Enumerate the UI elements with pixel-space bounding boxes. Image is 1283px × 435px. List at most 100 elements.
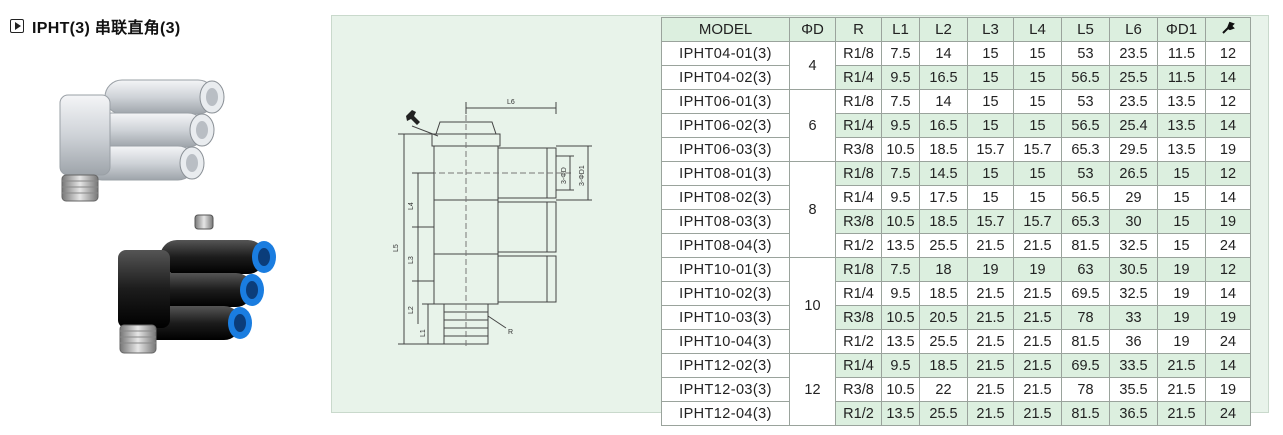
- cell-value: 32.5: [1109, 233, 1158, 258]
- cell-value: 15: [967, 89, 1014, 114]
- cell-value: 18.5: [919, 209, 968, 234]
- cell-model: IPHT06-02(3): [661, 113, 790, 138]
- cell-value: 9.5: [881, 353, 920, 378]
- cell-value: 69.5: [1061, 353, 1110, 378]
- cell-model: IPHT10-02(3): [661, 281, 790, 306]
- label-l4: L4: [408, 202, 415, 210]
- label-l6: L6: [507, 99, 515, 106]
- cell-value: 15: [1013, 41, 1062, 66]
- cell-value: R1/4: [835, 113, 882, 138]
- label-l3: L3: [408, 256, 415, 264]
- cell-value: 7.5: [881, 89, 920, 114]
- cell-value: 14: [919, 41, 968, 66]
- cell-model: IPHT10-01(3): [661, 257, 790, 282]
- column-header: ΦD: [789, 17, 836, 42]
- cell-value: 15: [1157, 209, 1206, 234]
- column-header: L5: [1061, 17, 1110, 42]
- cell-value: 56.5: [1061, 65, 1110, 90]
- cell-value: 21.5: [967, 305, 1014, 330]
- cell-value: 21.5: [967, 329, 1014, 354]
- label-l5: L5: [393, 244, 400, 252]
- play-icon: [10, 19, 24, 33]
- cell-value: 24: [1205, 329, 1251, 354]
- column-header: L1: [881, 17, 920, 42]
- cell-value: 12: [1205, 89, 1251, 114]
- cell-value: 21.5: [1013, 233, 1062, 258]
- cell-model: IPHT12-04(3): [661, 401, 790, 426]
- cell-value: 12: [1205, 41, 1251, 66]
- cell-value: 11.5: [1157, 41, 1206, 66]
- cell-value: R1/8: [835, 41, 882, 66]
- cell-value: 15: [1157, 185, 1206, 210]
- cell-value: 20.5: [919, 305, 968, 330]
- cell-value: 21.5: [967, 353, 1014, 378]
- cell-model: IPHT10-03(3): [661, 305, 790, 330]
- section-heading: IPHT(3) 串联直角(3): [10, 14, 181, 38]
- cell-value: 19: [1205, 209, 1251, 234]
- column-header: L3: [967, 17, 1014, 42]
- cell-value: 63: [1061, 257, 1110, 282]
- cell-value: 29.5: [1109, 137, 1158, 162]
- cell-value: 29: [1109, 185, 1158, 210]
- cell-value: 15: [1013, 89, 1062, 114]
- cell-value: 21.5: [1157, 353, 1206, 378]
- cell-value: R1/8: [835, 89, 882, 114]
- cell-value: 19: [1157, 329, 1206, 354]
- label-l2: L2: [408, 306, 415, 314]
- label-l1: L1: [420, 329, 427, 337]
- cell-value: 65.3: [1061, 137, 1110, 162]
- cell-value: R1/2: [835, 233, 882, 258]
- cell-od: 6: [789, 89, 836, 162]
- cell-value: 81.5: [1061, 329, 1110, 354]
- cell-value: 23.5: [1109, 89, 1158, 114]
- cell-value: 15: [1013, 161, 1062, 186]
- cell-value: 21.5: [967, 401, 1014, 426]
- column-header: L4: [1013, 17, 1062, 42]
- cell-value: R1/2: [835, 401, 882, 426]
- cell-model: IPHT08-01(3): [661, 161, 790, 186]
- wrench-icon: [1222, 21, 1235, 34]
- cell-value: 24: [1205, 401, 1251, 426]
- cell-value: 18: [919, 257, 968, 282]
- cell-model: IPHT04-01(3): [661, 41, 790, 66]
- cell-value: 13.5: [881, 233, 920, 258]
- cell-value: 19: [1205, 305, 1251, 330]
- cell-value: R3/8: [835, 209, 882, 234]
- cell-value: 21.5: [967, 233, 1014, 258]
- cell-model: IPHT12-03(3): [661, 377, 790, 402]
- cell-value: 19: [1013, 257, 1062, 282]
- cell-value: 15: [1013, 65, 1062, 90]
- cell-value: 10.5: [881, 137, 920, 162]
- section-title: IPHT(3) 串联直角(3): [32, 20, 181, 37]
- cell-value: 15: [967, 65, 1014, 90]
- cell-value: 26.5: [1109, 161, 1158, 186]
- cell-value: 53: [1061, 89, 1110, 114]
- column-header: MODEL: [661, 17, 790, 42]
- cell-value: R1/4: [835, 185, 882, 210]
- cell-value: 19: [1157, 281, 1206, 306]
- cell-value: 25.4: [1109, 113, 1158, 138]
- cell-value: 36: [1109, 329, 1158, 354]
- cell-value: 12: [1205, 161, 1251, 186]
- cell-value: 33: [1109, 305, 1158, 330]
- cell-value: R3/8: [835, 137, 882, 162]
- cell-value: 21.5: [1013, 353, 1062, 378]
- cell-value: 78: [1061, 377, 1110, 402]
- cell-value: 15.7: [1013, 209, 1062, 234]
- cell-value: 15: [967, 41, 1014, 66]
- cell-value: R1/8: [835, 257, 882, 282]
- cell-value: R3/8: [835, 305, 882, 330]
- cell-value: 81.5: [1061, 401, 1110, 426]
- cell-value: 15.7: [1013, 137, 1062, 162]
- cell-value: 65.3: [1061, 209, 1110, 234]
